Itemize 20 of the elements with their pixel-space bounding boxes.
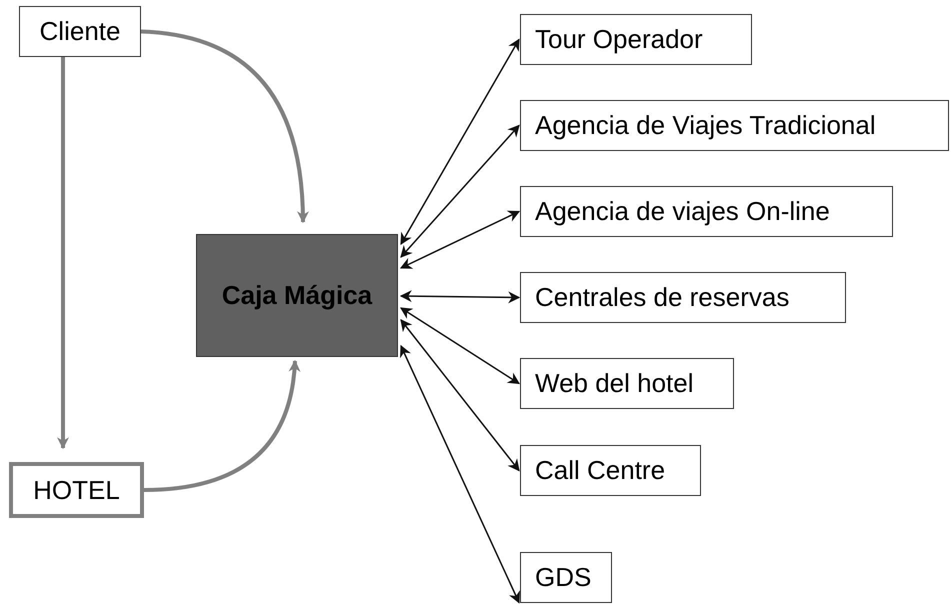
process-box: Cliente: [19, 6, 141, 57]
arrow: [400, 344, 520, 604]
process-box: Web del hotel: [520, 358, 734, 409]
process-box: HOTEL: [9, 462, 144, 518]
arrow: [400, 124, 520, 258]
arrow: [400, 210, 520, 269]
process-box: Centrales de reservas: [520, 272, 846, 323]
process-box: Agencia de Viajes Tradicional: [520, 100, 949, 151]
arrow: [57, 57, 69, 450]
arrow: [144, 360, 300, 492]
arrow: [400, 307, 520, 384]
process-box: Agencia de viajes On-line: [520, 186, 893, 237]
arrow: [400, 290, 520, 304]
arrow: [400, 319, 520, 472]
process-box: Call Centre: [520, 445, 701, 496]
arrow: [140, 30, 309, 224]
process-box: GDS: [520, 552, 612, 603]
central-box: Caja Mágica: [196, 234, 398, 357]
process-box: Tour Operador: [520, 14, 752, 65]
arrow: [400, 38, 520, 246]
